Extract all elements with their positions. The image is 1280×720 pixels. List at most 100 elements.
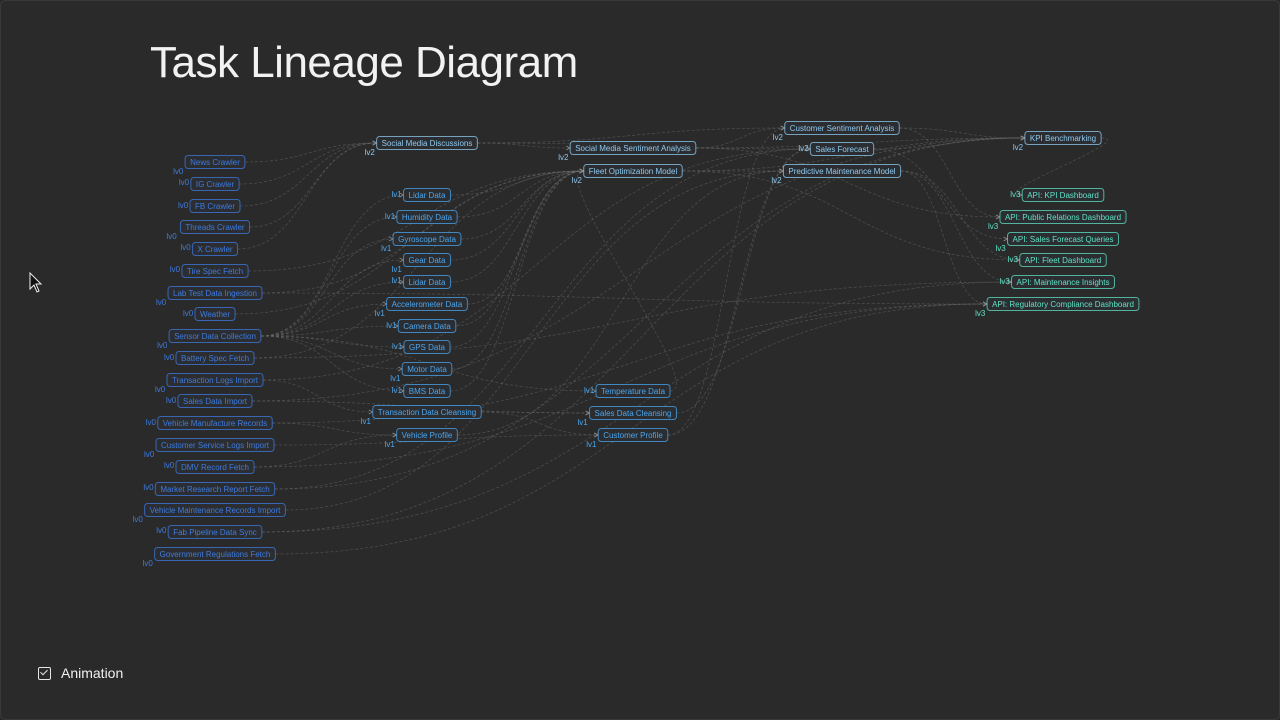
animation-checkbox[interactable]	[38, 666, 51, 680]
node-level-tag: lv0	[164, 461, 175, 470]
edge-csa-apipr	[899, 127, 1000, 218]
edge-smsa-kpi	[695, 137, 1025, 149]
node-box	[986, 297, 1140, 311]
node-label: Sales Data Cleansing	[595, 409, 672, 418]
edge-cprofile-csa	[667, 127, 785, 436]
node-level-tag: lv1	[578, 418, 589, 427]
node-label: Sensor Data Collection	[174, 332, 256, 341]
node-label: IG Crawler	[196, 180, 235, 189]
node-level-tag: lv3	[1008, 255, 1019, 264]
edge-fb-smd	[240, 142, 377, 207]
node-level-tag: lv0	[170, 265, 181, 274]
node-label: GPS Data	[409, 343, 446, 352]
node-box	[589, 406, 677, 420]
node-box	[154, 547, 276, 561]
node-level-tag: lv2	[1013, 143, 1024, 152]
node-label: Motor Data	[407, 365, 447, 374]
node-label: API: KPI Dashboard	[1027, 191, 1099, 200]
edge-smsa-csa	[695, 127, 785, 149]
edge-humidity-fleetopt	[457, 170, 584, 218]
node-level-tag: lv1	[361, 417, 372, 426]
edge-x-smd	[237, 142, 377, 250]
node-box	[595, 384, 671, 398]
edge-txclean-salesclean	[481, 411, 590, 414]
edge-arrowhead	[382, 301, 388, 307]
mouse-pointer-icon	[29, 272, 43, 293]
node-box	[181, 264, 249, 278]
node-label: Camera Data	[403, 322, 451, 331]
node-level-tag: lv0	[156, 298, 167, 307]
node-cslogs[interactable]: Customer Service Logs Import lv0	[144, 438, 275, 460]
node-label: Customer Service Logs Import	[161, 441, 270, 450]
edge-news-smd	[244, 142, 377, 163]
node-level-tag: lv1	[385, 440, 396, 449]
node-salesclean[interactable]: Sales Data Cleansing lv1	[578, 406, 677, 428]
node-level-tag: lv0	[133, 515, 144, 524]
node-label: Lidar Data	[409, 278, 446, 287]
animation-toggle[interactable]: Animation	[38, 665, 123, 681]
edge-vmaint-pmm	[285, 170, 784, 511]
node-lidar2[interactable]: Lidar Data lv1	[392, 275, 451, 289]
edge-gear-fleetopt	[450, 170, 584, 261]
node-level-tag: lv0	[144, 450, 155, 459]
edge-sensor-gear	[260, 259, 404, 337]
node-level-tag: lv0	[166, 396, 177, 405]
node-box	[403, 275, 451, 289]
edge-accel-fleetopt	[467, 170, 584, 305]
edge-ig-smd	[239, 142, 377, 185]
edge-arrowhead	[388, 236, 394, 242]
node-label: Government Regulations Fetch	[160, 550, 271, 559]
edge-txlogs-txclean	[262, 379, 373, 413]
node-level-tag: lv1	[392, 276, 403, 285]
node-level-tag: lv0	[166, 232, 177, 241]
node-level-tag: lv0	[164, 353, 175, 362]
edge-sensor-camera	[260, 325, 399, 337]
node-box	[175, 351, 255, 365]
node-level-tag: lv2	[771, 176, 782, 185]
